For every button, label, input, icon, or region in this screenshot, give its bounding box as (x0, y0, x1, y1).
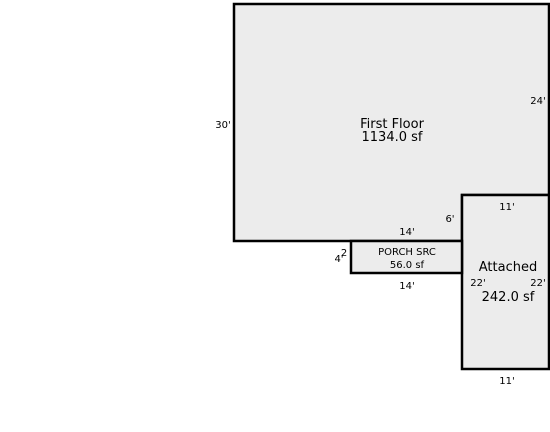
dim-first-floor-notch: 6' (445, 214, 454, 225)
dim-attached-right: 22' (530, 278, 545, 289)
attached-size: 242.0 sf (482, 290, 535, 305)
attached-label: Attached (479, 260, 537, 275)
dim-first-floor-right: 24' (530, 96, 545, 107)
dim-porch-bottom: 14' (399, 281, 414, 292)
dim-attached-left: 22' (470, 278, 485, 289)
first-floor-size: 1134.0 sf (362, 130, 423, 145)
dim-first-floor-bottom: 14' (399, 227, 414, 238)
porch-area[interactable] (349, 239, 464, 275)
dim-porch-left-b: 4' (334, 254, 343, 265)
porch-size: 56.0 sf (390, 260, 425, 271)
dim-porch-left-a: 2 (341, 248, 347, 259)
dim-first-floor-left: 30' (215, 120, 230, 131)
dim-attached-bottom: 11' (499, 376, 514, 387)
dim-attached-top: 11' (499, 202, 514, 213)
attached-area[interactable] (460, 193, 550, 371)
first-floor-label: First Floor (360, 117, 424, 132)
porch-label: PORCH SRC (378, 247, 436, 258)
